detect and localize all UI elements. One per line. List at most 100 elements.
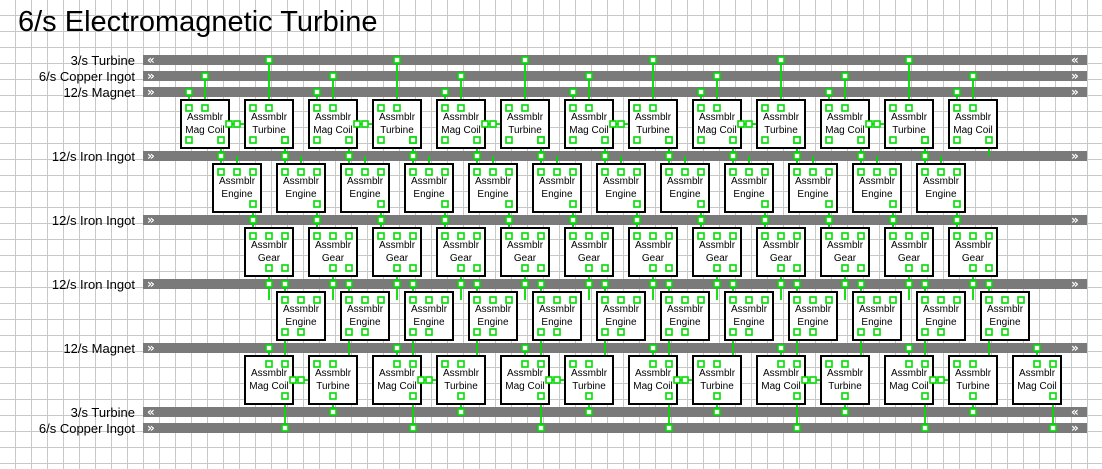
assembler-type-label: Assmblr	[699, 112, 736, 123]
inserter-node	[793, 280, 801, 288]
inserter-node	[265, 344, 273, 352]
assembler-recipe-label: Gear	[322, 253, 345, 264]
inserter-node	[185, 104, 193, 112]
inserter-node	[217, 152, 225, 160]
assembler-recipe-label: Gear	[450, 253, 473, 264]
inserter-node	[281, 280, 289, 288]
inserter-node	[345, 232, 353, 240]
inserter-node	[537, 328, 545, 336]
inserter-node	[489, 120, 497, 128]
inserter-node	[217, 168, 225, 176]
inserter-node	[537, 424, 545, 432]
inserter-node	[473, 168, 481, 176]
assembler-recipe-label: Mag Coil	[697, 125, 736, 136]
inserter-node	[761, 104, 769, 112]
inserter-node	[489, 296, 497, 304]
assembler-recipe-label: Gear	[898, 253, 921, 264]
inserter-node	[1017, 296, 1025, 304]
conveyor-belt	[143, 215, 1087, 225]
inserter-node	[729, 328, 737, 336]
inserter-node	[585, 280, 593, 288]
assembler-recipe-label: Engine	[413, 317, 445, 328]
inserter-node	[953, 104, 961, 112]
inserter-node	[937, 328, 945, 336]
inserter-node	[377, 136, 385, 144]
inserter-node	[793, 168, 801, 176]
inserter-node	[681, 328, 689, 336]
inserter-node	[1049, 424, 1057, 432]
inserter-node	[409, 296, 417, 304]
inserter-node	[921, 360, 929, 368]
inserter-node	[233, 120, 241, 128]
inserter-node	[809, 376, 817, 384]
inserter-node	[825, 296, 833, 304]
inserter-node	[1001, 328, 1009, 336]
inserter-node	[857, 328, 865, 336]
inserter-node	[905, 360, 913, 368]
inserter-node	[665, 168, 673, 176]
inserter-node	[249, 200, 257, 208]
inserter-node	[825, 136, 833, 144]
inserter-node	[281, 152, 289, 160]
inserter-node	[841, 72, 849, 80]
assembler-recipe-label: Engine	[669, 189, 701, 200]
assembler-type-label: Assmblr	[731, 304, 768, 315]
inserter-node	[761, 232, 769, 240]
inserter-node	[281, 360, 289, 368]
inserter-node	[377, 232, 385, 240]
inserter-node	[985, 328, 993, 336]
inserter-node	[329, 360, 337, 368]
inserter-node	[265, 232, 273, 240]
inserter-node	[361, 168, 369, 176]
assembler-type-label: Assmblr	[891, 368, 928, 379]
inserter-node	[633, 296, 641, 304]
inserter-node	[409, 392, 417, 400]
assembler-recipe-label: Engine	[413, 189, 445, 200]
inserter-node	[697, 232, 705, 240]
inserter-node	[361, 296, 369, 304]
belt-label: 6/s Copper Ingot	[39, 421, 136, 436]
assembler-type-label: Assmblr	[859, 304, 896, 315]
inserter-node	[313, 88, 321, 96]
inserter-node	[537, 392, 545, 400]
inserter-node	[857, 168, 865, 176]
inserter-node	[489, 328, 497, 336]
inserter-node	[889, 136, 897, 144]
inserter-node	[201, 72, 209, 80]
inserter-node	[921, 424, 929, 432]
inserter-node	[313, 232, 321, 240]
inserter-node	[441, 88, 449, 96]
inserter-node	[601, 280, 609, 288]
assembler-recipe-label: Engine	[605, 189, 637, 200]
inserter-node	[505, 216, 513, 224]
inserter-node	[697, 296, 705, 304]
inserter-node	[505, 104, 513, 112]
inserter-node	[569, 232, 577, 240]
inserter-node	[537, 264, 545, 272]
assembler-type-label: Assmblr	[827, 112, 864, 123]
inserter-node	[249, 104, 257, 112]
inserter-node	[585, 232, 593, 240]
assembler-type-label: Assmblr	[923, 176, 960, 187]
inserter-node	[777, 280, 785, 288]
inserter-node	[633, 232, 641, 240]
inserter-node	[537, 296, 545, 304]
assembler-type-label: Assmblr	[379, 368, 416, 379]
inserter-node	[905, 344, 913, 352]
inserter-node	[649, 264, 657, 272]
assembler-type-label: Assmblr	[603, 304, 640, 315]
assembler-type-label: Assmblr	[315, 112, 352, 123]
inserter-node	[457, 392, 465, 400]
inserter-node	[545, 376, 553, 384]
assembler-recipe-label: Mag Coil	[825, 125, 864, 136]
inserter-node	[825, 104, 833, 112]
belt-arrow-icon: »	[147, 421, 155, 435]
assembler-type-label: Assmblr	[795, 304, 832, 315]
inserter-node	[457, 104, 465, 112]
inserter-node	[473, 264, 481, 272]
inserter-node	[441, 200, 449, 208]
assembler-recipe-label: Mag Coil	[377, 381, 416, 392]
belts: ««3/s Turbine»»6/s Copper Ingot»»12/s Ma…	[39, 53, 1087, 436]
inserter-node	[553, 376, 561, 384]
inserter-node	[329, 392, 337, 400]
